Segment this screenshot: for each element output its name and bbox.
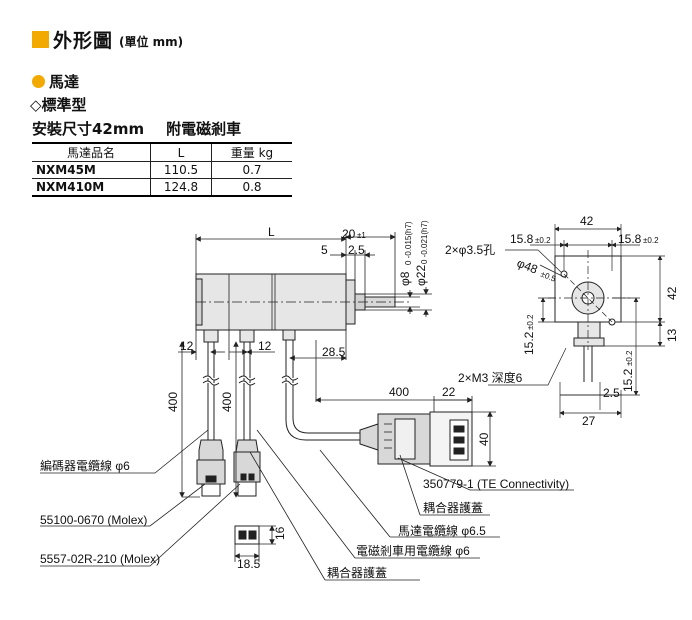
label-encoder-cable: 編碼器電纜線 φ6 — [40, 458, 130, 473]
dim-phi8-tol: 0 -0.015(h7) — [404, 221, 413, 265]
dim-400a: 400 — [166, 392, 180, 412]
label-brake-cable: 電磁剎車用電纜線 φ6 — [356, 543, 470, 558]
coupler-connector — [359, 411, 473, 467]
dim-m3: 2×M3 深度6 — [458, 370, 523, 385]
dim-2-5: 2.5 — [348, 243, 365, 257]
label-cover-1: 耦合器護蓋 — [423, 500, 483, 515]
model-line: 安裝尺寸42mm 附電磁剎車 — [32, 118, 241, 139]
motor-cable-gland — [282, 329, 296, 341]
dim-18-5: 18.5 — [237, 557, 261, 571]
table-header-row: 馬達品名 L 重量 kg — [32, 142, 292, 162]
spec-table: 馬達品名 L 重量 kg NXM45M 110.5 0.7 NXM410M 12… — [32, 142, 292, 197]
bullet-dot-icon — [32, 75, 45, 88]
dim-phi22-tol: 0 -0.021(h7) — [420, 220, 429, 264]
mount-size: 安裝尺寸42mm — [32, 120, 145, 138]
col-l: L — [150, 142, 212, 162]
page-header: 外形圖 (單位 mm) — [32, 26, 183, 53]
encoder-cable-gland — [203, 329, 219, 343]
variant-heading: ◇標準型 — [30, 96, 87, 114]
encoder-connector — [196, 439, 226, 497]
dim-15-2-right-tol: ±0.2 — [625, 350, 634, 366]
dim-pcd: φ48 — [515, 256, 540, 277]
label-molex-1: 55100-0670 (Molex) — [40, 513, 147, 527]
dim-15-8-left: 15.8 — [510, 232, 534, 246]
dim-22: 22 — [442, 385, 456, 399]
dim-15-2-right: 15.2 — [621, 368, 635, 392]
brake-plug-detail — [234, 525, 260, 545]
dim-28-5: 28.5 — [322, 345, 346, 359]
dim-15-8-right: 15.8 — [618, 232, 642, 246]
dim-42-right: 42 — [665, 286, 679, 300]
label-te: 350779-1 (TE Connectivity) — [423, 477, 569, 491]
dim-holes: 2×φ3.5孔 — [445, 243, 495, 257]
dim-2-5b: 2.5 — [603, 386, 620, 400]
table-row: NXM45M 110.5 0.7 — [32, 161, 292, 179]
page-title: 外形圖 — [53, 30, 114, 52]
dim-phi22: φ22 — [414, 265, 428, 286]
cell-weight: 0.8 — [211, 178, 292, 197]
dim-40: 40 — [477, 432, 491, 446]
dim-400b: 400 — [220, 392, 234, 412]
section-heading: 馬達 — [32, 71, 79, 92]
dim-l: L — [268, 225, 275, 239]
label-motor-cable: 馬達電纜線 φ6.5 — [398, 523, 486, 538]
dim-15-2-left: 15.2 — [522, 331, 536, 355]
accent-square-icon — [32, 31, 49, 48]
cell-l: 124.8 — [150, 178, 212, 197]
label-cover-2: 耦合器護蓋 — [327, 565, 387, 580]
brake-connector — [233, 439, 261, 497]
cell-weight: 0.7 — [211, 161, 292, 179]
label-molex-2: 5557-02R-210 (Molex) — [40, 552, 160, 566]
dim-42-top: 42 — [580, 214, 594, 228]
dim-phi8: φ8 — [398, 271, 412, 286]
cell-model: NXM410M — [32, 178, 151, 197]
dim-15-2-left-tol: ±0.2 — [526, 314, 535, 330]
dim-tol-left: ±0.2 — [535, 236, 551, 245]
dim-400c: 400 — [389, 385, 409, 399]
section-title: 馬達 — [49, 73, 80, 91]
cell-l: 110.5 — [150, 161, 212, 179]
dim-12a: 12 — [180, 339, 194, 353]
dim-20: 20 — [342, 227, 356, 241]
dim-20-tol: ±1 — [357, 231, 366, 240]
dim-27: 27 — [582, 414, 596, 428]
brake-cable-gland — [239, 329, 255, 343]
table-row: NXM410M 124.8 0.8 — [32, 178, 292, 197]
brake-option: 附電磁剎車 — [166, 120, 242, 138]
dim-12b: 12 — [258, 339, 272, 353]
dim-tol-right: ±0.2 — [643, 236, 659, 245]
dim-5: 5 — [321, 243, 328, 257]
unit-label: (單位 mm) — [119, 34, 184, 49]
cell-model: NXM45M — [32, 161, 151, 179]
dim-13: 13 — [665, 328, 679, 342]
dim-16: 16 — [273, 526, 287, 540]
rear-boss — [577, 321, 601, 339]
